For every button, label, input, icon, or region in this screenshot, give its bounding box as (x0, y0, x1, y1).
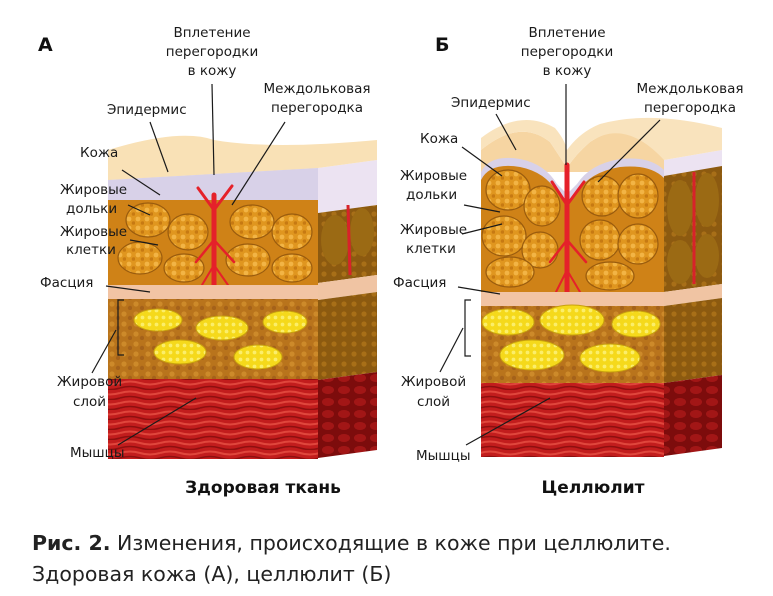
fat-cells-yellow (133, 308, 308, 370)
label-weave-2: перегородки (166, 44, 258, 60)
caption-line-2: Здоровая кожа (А), целлюлит (Б) (32, 562, 392, 586)
leader-cells (461, 223, 503, 235)
bracket-fat (117, 299, 124, 356)
label-lobules-2: дольки (66, 201, 117, 217)
block-front-face (481, 117, 722, 457)
label-fat-1: Жировой (57, 374, 122, 390)
panel-a: А (38, 25, 377, 498)
panel-letter: Б (435, 34, 449, 56)
leader-muscles (465, 397, 551, 446)
label-lobules-1: Жировые (60, 182, 127, 198)
block-side-face (318, 160, 377, 458)
label-lobules-2: дольки (406, 187, 457, 203)
label-weave-1: Вплетение (528, 25, 605, 41)
block-front-face (108, 135, 377, 459)
caption-line-1: Рис. 2. Изменения, происходящие в коже п… (32, 528, 752, 559)
label-weave-2: перегородки (521, 44, 613, 60)
panel-title: Целлюлит (542, 478, 645, 498)
panel-letter: А (38, 34, 53, 56)
leader-lobules (463, 204, 501, 213)
label-epidermis: Эпидермис (451, 95, 531, 111)
label-fascia: Фасция (393, 275, 446, 291)
label-epidermis: Эпидермис (107, 102, 187, 118)
fat-lobules (481, 169, 659, 291)
block-side-face (664, 150, 722, 456)
fascia-layer (108, 285, 318, 299)
bracket-fat (464, 299, 471, 357)
label-weave-1: Вплетение (173, 25, 250, 41)
leader-cells (129, 239, 159, 246)
fascia-layer (481, 292, 664, 306)
label-fat-1: Жировой (401, 374, 466, 390)
leader-epidermis (495, 113, 517, 151)
label-cells-2: клетки (406, 241, 456, 257)
fat-lobules (117, 202, 313, 283)
labels-a: Вплетение перегородки в кожу Междолькова… (40, 25, 371, 461)
label-cells-1: Жировые (60, 224, 127, 240)
leader-lobules (127, 204, 151, 216)
label-muscles: Мышцы (70, 445, 125, 461)
leader-fat (91, 329, 117, 374)
leader-septum (597, 119, 661, 183)
figure-caption: Рис. 2. Изменения, происходящие в коже п… (32, 528, 752, 590)
leader-septum (231, 121, 286, 206)
label-lobules-1: Жировые (400, 168, 467, 184)
panel-title: Здоровая ткань (185, 478, 341, 498)
labels-b: Вплетение перегородки в кожу Междолькова… (393, 25, 744, 464)
fat-cells-yellow (481, 304, 661, 373)
label-weave-3: в кожу (543, 63, 592, 79)
label-septum-2: перегородка (271, 100, 363, 116)
muscle-layer (481, 383, 664, 457)
leader-fascia (105, 285, 151, 293)
leader-muscles (117, 397, 197, 446)
label-fat-2: слой (417, 394, 450, 410)
label-septum-1: Междольковая (636, 81, 743, 97)
label-septum-1: Междольковая (263, 81, 370, 97)
leader-fat (439, 327, 464, 373)
label-cells-1: Жировые (400, 222, 467, 238)
label-skin: Кожа (80, 145, 118, 161)
interlobular-septum (194, 184, 236, 288)
label-fat-2: слой (73, 394, 106, 410)
label-muscles: Мышцы (416, 448, 471, 464)
leader-skin (121, 169, 161, 196)
leader-skin (461, 146, 503, 177)
leader-weave (211, 83, 215, 176)
label-skin: Кожа (420, 131, 458, 147)
dermis-layer (481, 157, 664, 202)
label-cells-2: клетки (66, 242, 116, 258)
muscle-layer (108, 379, 318, 459)
label-septum-2: перегородка (644, 100, 736, 116)
leader-epidermis (149, 121, 169, 173)
caption-prefix: Рис. 2. (32, 531, 111, 555)
label-fascia: Фасция (40, 275, 93, 291)
interlobular-septum (548, 162, 588, 295)
caption-text-1: Изменения, происходящие в коже при целлю… (110, 531, 671, 555)
panel-b: Б (393, 25, 744, 498)
leader-fascia (457, 286, 501, 295)
label-weave-3: в кожу (188, 63, 237, 79)
